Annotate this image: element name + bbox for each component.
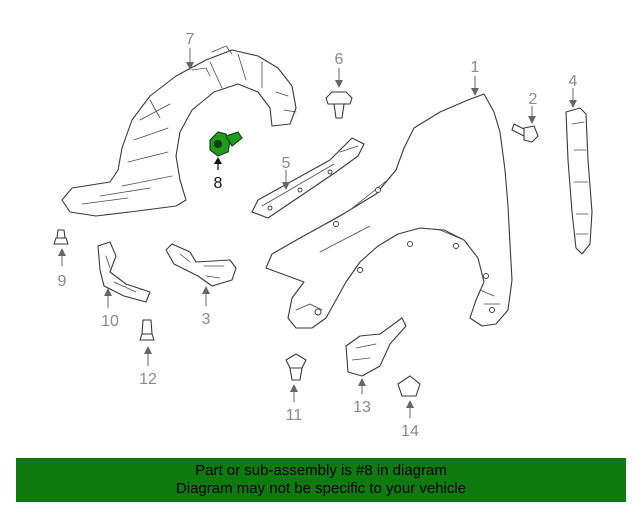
part-2-bolt xyxy=(511,123,539,143)
part-6-clip xyxy=(325,91,353,119)
callout-2: 2 xyxy=(529,91,538,108)
callout-3: 3 xyxy=(202,311,211,328)
callout-7: 7 xyxy=(186,31,195,48)
callout-4: 4 xyxy=(569,73,578,90)
callout-5: 5 xyxy=(282,155,291,172)
part-9-bolt xyxy=(53,229,69,245)
parts-diagram: 7 1 6 2 4 5 8 9 10 3 12 11 13 14 xyxy=(53,31,593,440)
callout-8: 8 xyxy=(214,175,223,192)
part-7-fender-liner xyxy=(61,45,297,217)
part-11-clip xyxy=(285,353,307,381)
callout-14: 14 xyxy=(401,423,419,440)
part-12-bolt xyxy=(139,319,155,341)
banner-line-1: Part or sub-assembly is #8 in diagram xyxy=(195,462,447,479)
part-5-upper-rail xyxy=(251,137,365,219)
callout-11: 11 xyxy=(286,407,303,424)
part-4-side-seal xyxy=(565,107,593,255)
callout-9: 9 xyxy=(58,273,67,290)
part-14-clip xyxy=(397,375,421,397)
banner-line-2: Diagram may not be specific to your vehi… xyxy=(175,480,467,497)
callout-12: 12 xyxy=(139,371,157,388)
part-1-front-fender xyxy=(265,93,513,329)
callout-6: 6 xyxy=(335,51,344,68)
callout-13: 13 xyxy=(353,399,371,416)
callout-10: 10 xyxy=(101,313,119,330)
part-3-bracket xyxy=(165,243,237,287)
part-13-cover xyxy=(345,317,407,377)
leader-lines xyxy=(58,48,577,418)
part-10-bracket xyxy=(97,241,151,303)
info-banner: Part or sub-assembly is #8 in diagram Di… xyxy=(16,458,626,502)
part-8-bolt-highlighted xyxy=(209,131,243,157)
callout-1: 1 xyxy=(471,59,480,76)
